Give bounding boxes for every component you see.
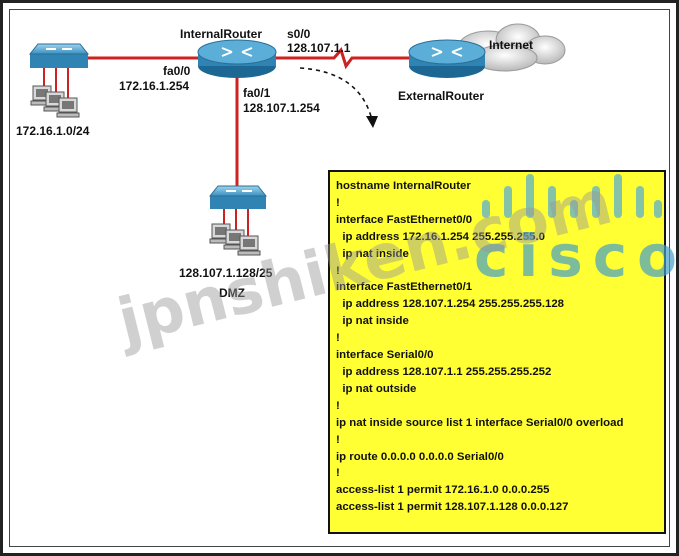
config-line: access-list 1 permit 172.16.1.0 0.0.0.25… [336, 484, 550, 497]
serial-link [276, 46, 410, 70]
dmz-host-icons [209, 223, 261, 256]
config-line: ip route 0.0.0.0 0.0.0.0 Serial0/0 [336, 450, 504, 463]
dmz-switch-icon [208, 185, 268, 209]
config-line: ip nat inside [336, 315, 409, 328]
config-line: ! [336, 399, 340, 412]
config-line: access-list 1 permit 128.107.1.128 0.0.0… [336, 501, 569, 514]
config-line: ip address 128.107.1.254 255.255.255.128 [336, 298, 564, 311]
s0-0-interface-label: s0/0 [287, 27, 311, 41]
lan-subnet-label: 172.16.1.0/24 [16, 124, 90, 138]
cisco-logo-bars-icon [482, 174, 662, 218]
config-line: ! [336, 196, 340, 209]
config-line: ip address 172.16.1.254 255.255.255.0 [336, 230, 545, 243]
config-line: interface Serial0/0 [336, 349, 434, 362]
dmz-label: DMZ [219, 286, 245, 300]
config-line: ! [336, 332, 340, 345]
config-line: hostname InternalRouter [336, 180, 471, 192]
nat-direction-arrow [299, 67, 378, 128]
config-line: interface FastEthernet0/1 [336, 281, 473, 294]
internal-router-icon [197, 39, 277, 78]
fa0-1-ip-label: 128.107.1.254 [243, 101, 320, 115]
router-config-panel: hostname InternalRouter ! interface Fast… [328, 170, 666, 534]
config-line: ip address 128.107.1.1 255.255.255.252 [336, 365, 552, 378]
figure-inner-border [9, 9, 670, 547]
lan-host-icons [30, 85, 80, 118]
internal-router-label: InternalRouter [180, 27, 263, 41]
config-line: ! [336, 467, 340, 480]
config-line: ip nat outside [336, 382, 417, 395]
config-line: ip nat inside source list 1 interface Se… [336, 416, 624, 429]
config-line: interface FastEthernet0/0 [336, 213, 473, 226]
fa0-0-ip-label: 172.16.1.254 [119, 79, 190, 93]
config-line: ! [336, 264, 340, 277]
config-line: ip nat inside [336, 247, 409, 260]
external-router-label: ExternalRouter [398, 89, 485, 103]
fa0-1-interface-label: fa0/1 [243, 86, 271, 100]
fa0-0-interface-label: fa0/0 [163, 64, 191, 78]
config-line: ! [336, 433, 340, 446]
internet-label: Internet [489, 38, 534, 52]
lan-switch-icon [28, 43, 90, 68]
dmz-subnet-label: 128.107.1.128/25 [179, 266, 273, 280]
external-router-icon [408, 39, 486, 78]
s0-0-ip-label: 128.107.1.1 [287, 41, 351, 55]
